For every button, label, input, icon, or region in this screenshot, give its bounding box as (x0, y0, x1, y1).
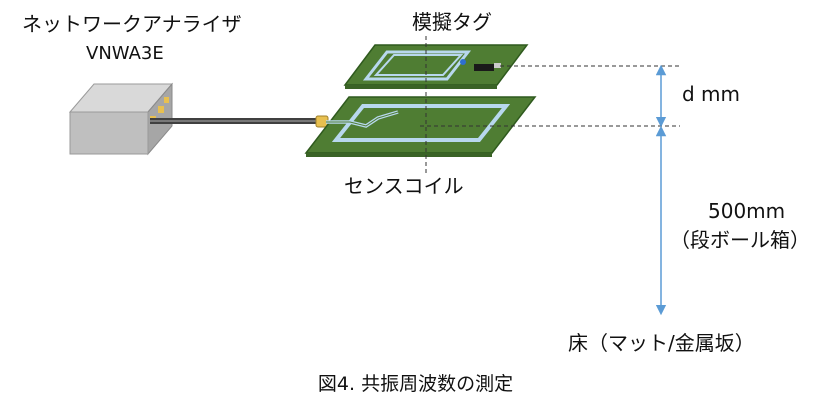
coaxial-cable (150, 115, 329, 128)
distance-label: d mm (682, 82, 741, 106)
analyzer-model-label: VNWA3E (86, 43, 164, 64)
chip-icon (474, 64, 494, 71)
sense-coil-board (304, 96, 537, 157)
cardboard-box-label: （段ボール箱） (670, 228, 810, 252)
floor-label: 床（マット/金属坂） (568, 331, 755, 355)
network-analyzer-label: ネットワークアナライザ (22, 12, 242, 36)
simulated-tag-label: 模擬タグ (412, 10, 492, 34)
simulated-tag-board (343, 44, 529, 89)
network-analyzer-device (68, 82, 174, 156)
figure-caption: 図4. 共振周波数の測定 (317, 373, 514, 395)
sense-coil-label: センスコイル (344, 174, 464, 198)
height-label: 500mm (708, 199, 786, 223)
